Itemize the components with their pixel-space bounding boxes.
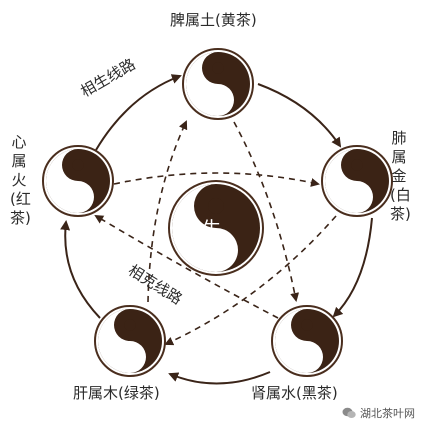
wechat-icon — [342, 407, 356, 418]
generating-route-arrows — [60, 74, 373, 385]
watermark-text: 湖北茶叶网 — [360, 407, 415, 420]
solid-arrow-spleen-to-lung — [257, 83, 342, 148]
taiji-lung — [321, 145, 393, 217]
node-label-lung: 肺属金(白茶) — [390, 129, 411, 223]
taiji-kidney — [271, 305, 343, 377]
node-label-kidney: 肾属水(黑茶) — [251, 384, 338, 402]
solid-arrow-lung-to-kidney — [332, 217, 373, 318]
node-label-liver: 肝属木(绿茶) — [73, 384, 160, 402]
dashed-arrow-lung-to-liver — [164, 215, 337, 346]
controlling-route-arrows — [94, 120, 337, 346]
dashed-arrow-kidney-to-heart — [94, 214, 279, 319]
watermark: 湖北茶叶网 — [339, 404, 418, 422]
taiji-spleen — [182, 48, 254, 120]
dashed-arrow-heart-to-lung — [113, 172, 320, 187]
solid-arrow-liver-to-heart — [60, 220, 101, 319]
dashed-arrow-liver-to-spleen — [147, 120, 188, 303]
dashed-arrow-spleen-to-kidney — [233, 121, 300, 302]
taiji-symbols — [42, 48, 393, 377]
center-label: 养生 — [182, 218, 223, 240]
taiji-center — [168, 180, 264, 276]
node-label-heart: 心属火(红茶) — [10, 133, 31, 227]
solid-arrow-kidney-to-liver — [168, 371, 271, 385]
solid-arrow-heart-to-spleen — [95, 74, 182, 151]
taiji-heart — [42, 145, 114, 217]
taiji-liver — [94, 305, 166, 377]
node-label-spleen: 脾属土(黄茶) — [170, 11, 257, 29]
